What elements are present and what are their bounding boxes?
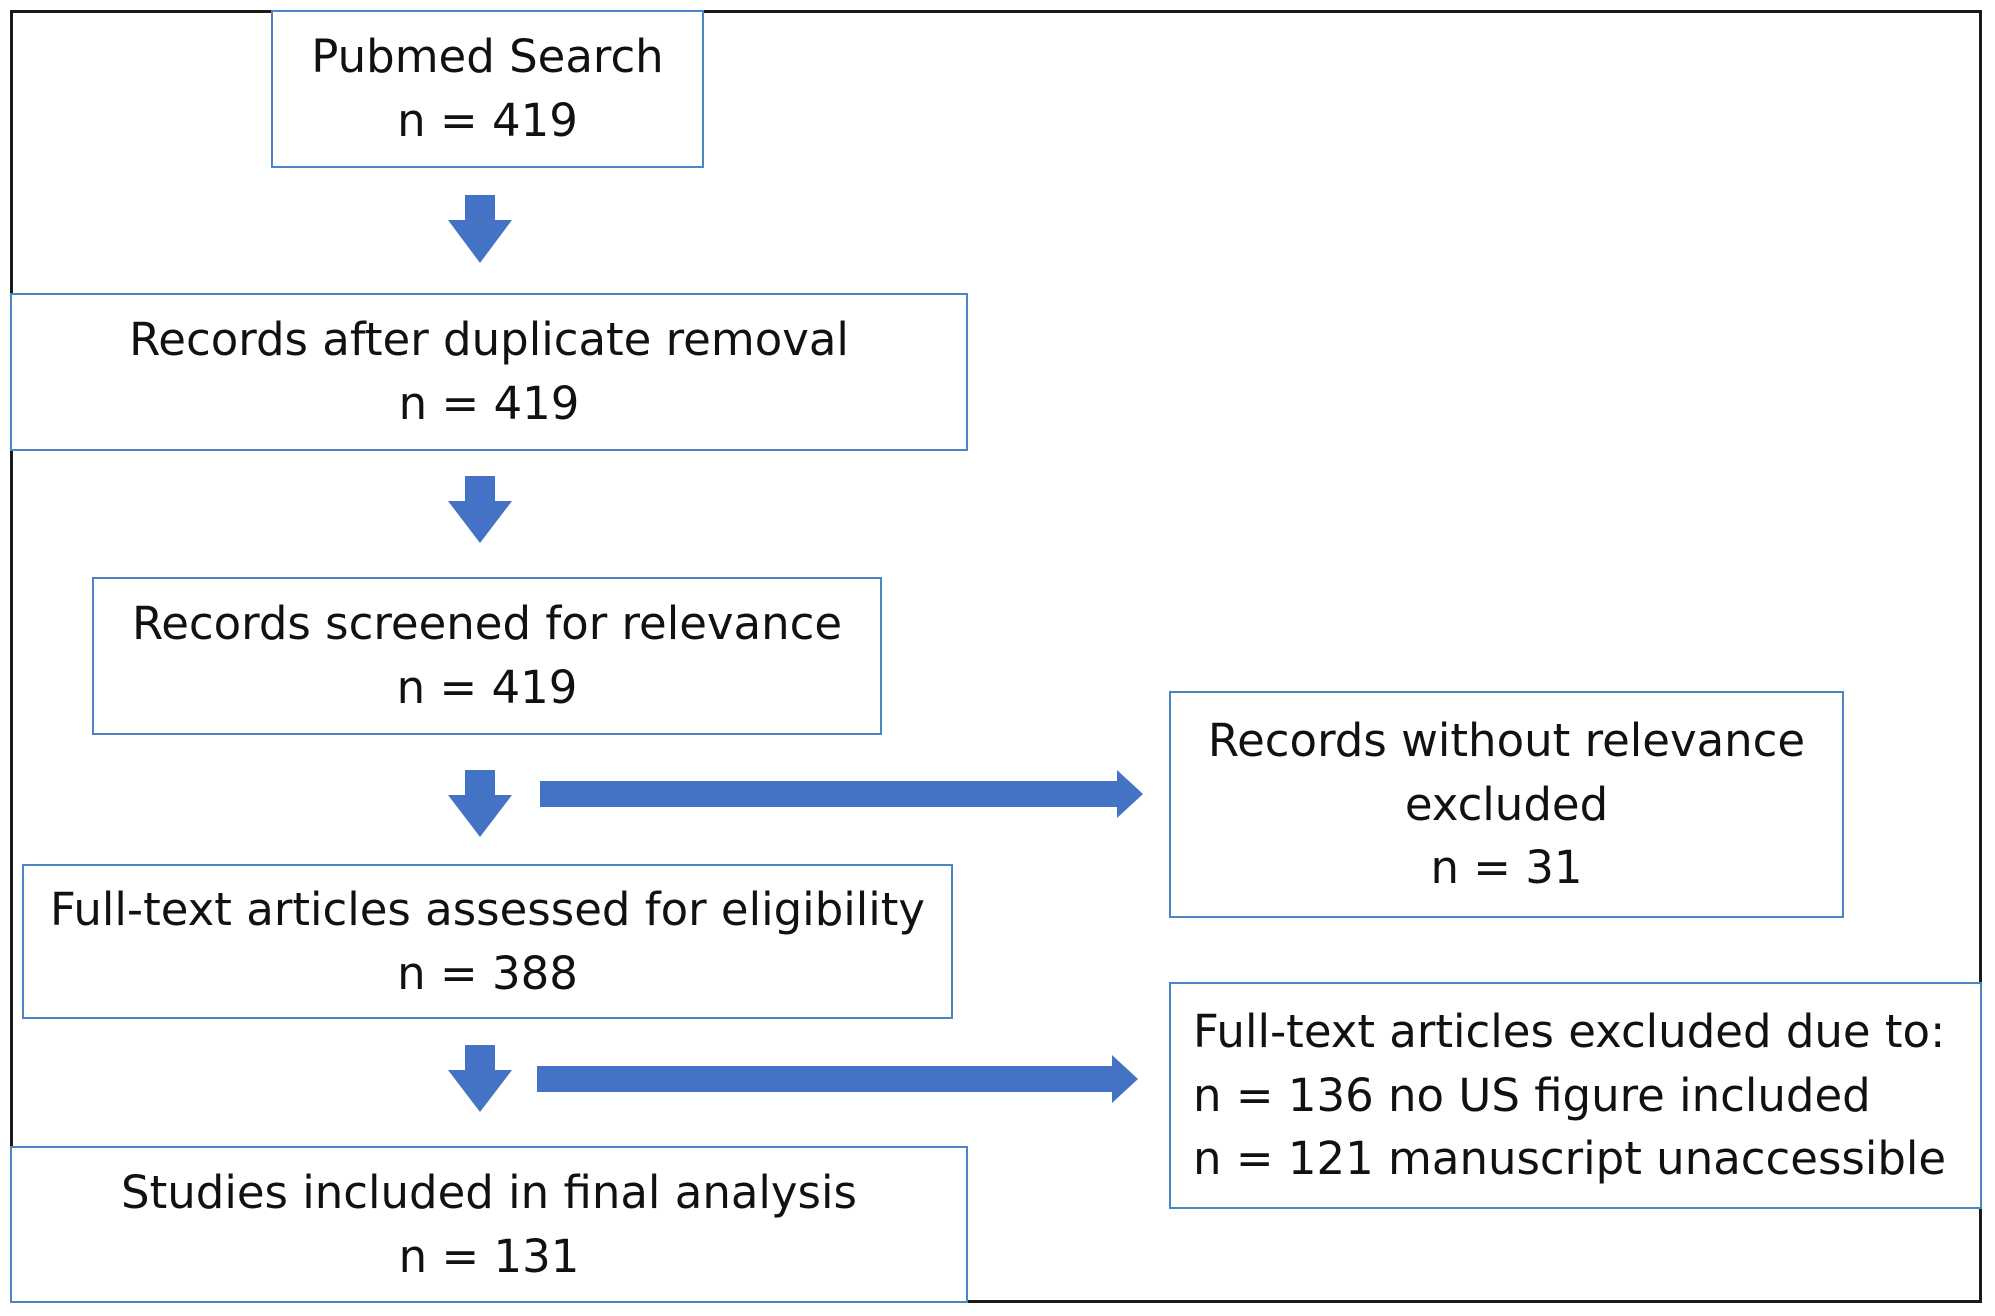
excluded-relevance-box: Records without relevance excluded n = 3… [1169, 691, 1844, 918]
box-count: n = 419 [398, 377, 580, 430]
excluded-fulltext-box: Full-text articles excluded due to: n = … [1169, 982, 1982, 1209]
down-arrow-2 [448, 476, 512, 543]
box-title: Full-text articles excluded due to: [1193, 1004, 1946, 1058]
box-line-1: Records without relevance [1207, 713, 1806, 767]
box-count: n = 31 [1430, 841, 1583, 895]
down-arrow-3 [448, 770, 512, 837]
duplicate-removal-box: Records after duplicate removal n = 419 [10, 293, 968, 451]
box-title: Records after duplicate removal [129, 313, 849, 367]
box-title: Full-text articles assessed for eligibil… [49, 882, 926, 936]
right-arrow-2 [537, 1055, 1138, 1103]
box-title: Pubmed Search [311, 30, 664, 84]
box-count: n = 419 [396, 661, 578, 714]
box-count: n = 131 [398, 1229, 580, 1283]
screened-box: Records screened for relevance n = 419 [92, 577, 882, 735]
pubmed-search-box: Pubmed Search n = 419 [271, 10, 704, 168]
right-arrow-1 [540, 770, 1143, 818]
box-title: Records screened for relevance [131, 597, 843, 651]
diagram-frame [10, 10, 1982, 1303]
exclusion-reason-2: n = 121 manuscript unaccessible [1193, 1132, 1947, 1186]
down-arrow-4 [448, 1045, 512, 1112]
box-line-2: excluded [1404, 777, 1609, 831]
exclusion-reason-1: n = 136 no US figure included [1193, 1068, 1871, 1122]
included-box: Studies included in final analysis n = 1… [10, 1146, 968, 1303]
box-count: n = 419 [397, 94, 578, 147]
down-arrow-1 [448, 195, 512, 263]
box-count: n = 388 [397, 946, 578, 1000]
fulltext-assessed-box: Full-text articles assessed for eligibil… [22, 864, 953, 1019]
box-title: Studies included in final analysis [121, 1165, 857, 1219]
